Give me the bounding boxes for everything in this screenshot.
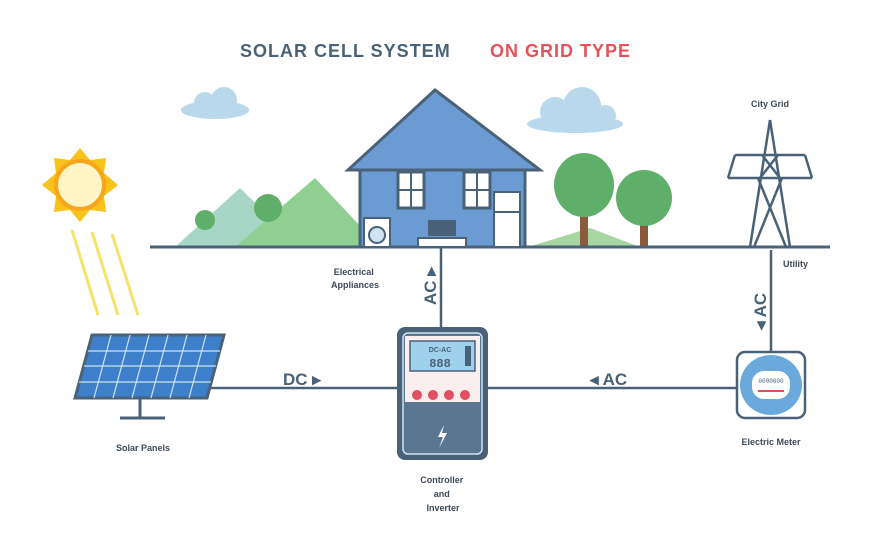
solar-panel-icon <box>73 333 226 420</box>
meter-display: 0000000 <box>758 378 784 385</box>
controller-label-line1: Controller <box>420 475 463 485</box>
ac-flow-label-utility: ◂ AC <box>751 293 770 331</box>
ac-flow-label-meter: ◂ AC <box>589 370 627 389</box>
hills <box>175 178 380 247</box>
wires <box>210 247 773 390</box>
electric-meter-icon: 0000000 <box>735 350 807 420</box>
inverter-mode: DC-AC <box>429 347 452 354</box>
appliances-label-line1: Electrical <box>334 267 374 277</box>
title-type: ON GRID TYPE <box>490 41 631 61</box>
inverter-icon: DC-AC 888 <box>397 327 488 460</box>
ac-flow-label-house: AC ▸ <box>421 266 440 305</box>
house-icon <box>344 88 545 249</box>
sun-icon <box>42 148 140 316</box>
dc-flow-label: DC ▸ <box>283 370 322 389</box>
power-tower-icon <box>726 119 814 248</box>
cloud-icon <box>527 87 623 133</box>
title-main: SOLAR CELL SYSTEM <box>240 41 451 61</box>
cloud-icon <box>181 87 249 119</box>
tree-icon <box>528 153 672 247</box>
controller-label-line2: and <box>434 489 450 499</box>
inverter-digits: 888 <box>429 357 451 371</box>
appliances-label: Electrical Appliances <box>331 267 379 290</box>
utility-label: Utility <box>783 259 808 269</box>
appliances-label-line2: Appliances <box>331 280 379 290</box>
city-grid-label: City Grid <box>751 99 789 109</box>
controller-label: Controller and Inverter <box>420 475 466 513</box>
controller-label-line3: Inverter <box>426 503 460 513</box>
electric-meter-label: Electric Meter <box>741 437 801 447</box>
solar-panels-label: Solar Panels <box>116 443 170 453</box>
